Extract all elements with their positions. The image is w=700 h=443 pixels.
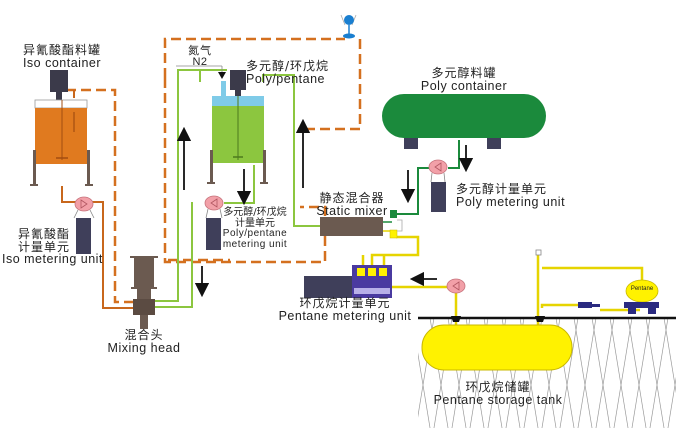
pentane-storage-label: 环戊烷储罐 Pentane storage tank (418, 381, 578, 407)
poly-pentane-tank (207, 70, 268, 184)
static-mixer (320, 210, 403, 239)
pentane-vessel-label: Pentane (630, 286, 654, 292)
poly-pentane-metering-label-cn1: 多元醇/环戊烷 (223, 207, 287, 218)
poly-pentane-metering-unit (204, 195, 224, 250)
poly-pentane-metering-label-en2: metering unit (222, 238, 288, 250)
iso-metering-label-en: Iso metering unit (2, 252, 103, 267)
mixing-head-label-cn: 混合头 (124, 328, 164, 342)
iso-pump-icon (74, 196, 94, 212)
motor-icon (340, 14, 357, 39)
mixing-head (130, 256, 158, 329)
static-mixer-label-cn: 静态混合器 (319, 191, 385, 205)
iso-metering-label: 异氰酸酯 计量单元 Iso metering unit (2, 228, 102, 266)
iso-solid-lines (61, 90, 134, 309)
poly-metering-label: 多元醇计量单元 Poly metering unit (456, 183, 586, 209)
static-mixer-label: 静态混合器 Static mixer (312, 192, 392, 218)
poly-container-label: 多元醇料罐 Poly container (414, 67, 514, 93)
poly-pentane-tank-label-en: Poly/pentane (246, 71, 325, 86)
pentane-metering-unit (304, 265, 392, 298)
flow-arrows (176, 118, 474, 298)
iso-metering-unit (73, 196, 95, 254)
mixing-head-label: 混合头 Mixing head (94, 329, 194, 355)
mixing-head-label-en: Mixing head (107, 340, 181, 355)
pentane-metering-label-cn: 环戊烷计量单元 (299, 296, 391, 310)
iso-container (30, 70, 93, 186)
poly-container (382, 94, 546, 149)
nitrogen-inlet (176, 65, 226, 96)
poly-pentane-metering-label-en1: Poly/pentane (222, 228, 288, 239)
nitrogen-label-en: N2 (192, 55, 208, 68)
poly-metering-label-en: Poly metering unit (456, 194, 566, 209)
pentane-lines (361, 235, 644, 340)
poly-pentane-lines (155, 69, 320, 308)
poly-metering-label-cn: 多元醇计量单元 (456, 182, 548, 196)
poly-pump-icon (428, 159, 448, 175)
nitrogen-label: 氮气 N2 (180, 45, 220, 68)
pentane-pump (446, 278, 466, 294)
pentane-pump-icon (446, 278, 466, 294)
static-mixer-label-en: Static mixer (316, 203, 388, 218)
poly-pentane-tank-label: 多元醇/环戊烷 Poly/pentane (246, 60, 366, 86)
pentane-supply-vessel (578, 279, 659, 314)
iso-return-dashed-lines (66, 37, 362, 304)
poly-lines (396, 140, 460, 215)
poly-pentane-metering-label-cn2: 计量单元 (235, 217, 275, 229)
iso-metering-label-cn1: 异氰酸酯 (18, 227, 71, 241)
nitrogen-label-cn: 氮气 (188, 44, 212, 57)
pentane-storage-tank (421, 249, 573, 371)
iso-container-label: 异氰酸酯料罐 Iso container (12, 44, 112, 70)
iso-container-label-en: Iso container (22, 55, 102, 70)
iso-metering-label-cn2: 计量单元 (18, 239, 71, 254)
pentane-metering-label-en: Pentane metering unit (278, 308, 412, 323)
pentane-storage-label-cn: 环戊烷储罐 (465, 380, 531, 394)
poly-pentane-metering-label: 多元醇/环戊烷 计量单元 Poly/pentane metering unit (220, 207, 290, 250)
poly-container-label-cn: 多元醇料罐 (431, 66, 497, 80)
poly-pentane-tank-label-cn: 多元醇/环戊烷 (246, 59, 330, 73)
iso-container-label-cn: 异氰酸酯料罐 (22, 43, 101, 57)
poly-container-label-en: Poly container (420, 78, 508, 93)
poly-pentane-pump-icon (204, 195, 224, 211)
pentane-metering-label: 环戊烷计量单元 Pentane metering unit (270, 297, 420, 323)
pentane-storage-label-en: Pentane storage tank (433, 392, 563, 407)
poly-metering-unit (428, 159, 448, 212)
